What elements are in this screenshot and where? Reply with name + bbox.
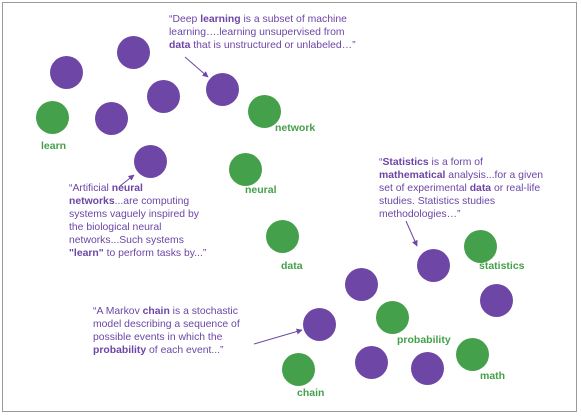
word-label-data: data (281, 260, 303, 272)
keyword-probability: probability (93, 344, 147, 356)
word-node-chain (282, 353, 315, 386)
keyword-statistics: Statistics (382, 157, 429, 168)
document-node (411, 352, 444, 385)
arrow-deep-learning (184, 56, 209, 78)
word-node-math (456, 338, 489, 371)
document-node (480, 284, 513, 317)
word-label-learn: learn (41, 140, 67, 152)
arrow-neural-networks (119, 174, 135, 187)
keyword-learning: learning (200, 14, 241, 25)
document-node (134, 145, 167, 178)
arrow-layer (119, 56, 418, 345)
quote-statistics: “Statistics is a form of mathematical an… (379, 157, 544, 220)
arrow-statistics (405, 220, 418, 247)
word-label-statistics: statistics (479, 260, 525, 272)
document-node (206, 73, 239, 106)
word-node-probability (376, 301, 409, 334)
word-label-network: network (275, 122, 316, 134)
word-node-network (248, 95, 281, 128)
word-label-math: math (480, 370, 506, 382)
quote-neural-networks: “Artificial neural networks...are comput… (69, 183, 207, 259)
word-label-chain: chain (297, 387, 325, 399)
keyword-mathematical: mathematical (379, 169, 446, 181)
topic-diagram-frame: learn network neural data statistics pro… (2, 2, 577, 412)
document-node (95, 102, 128, 135)
word-node-learn (36, 101, 69, 134)
arrow-markov (253, 328, 303, 345)
quote-deep-learning: “Deep learning is a subset of machine le… (169, 14, 356, 51)
document-node (417, 249, 450, 282)
document-node (147, 80, 180, 113)
quote-markov-chain: “A Markov chain is a stochastic model de… (93, 306, 240, 356)
keyword-chain: chain (142, 306, 170, 317)
document-node (345, 268, 378, 301)
document-node (355, 346, 388, 379)
word-label-neural: neural (245, 184, 277, 196)
document-node (303, 308, 336, 341)
document-node (117, 36, 150, 69)
word-node-data (266, 220, 299, 253)
keyword-neural: neural (111, 183, 143, 194)
word-label-probability: probability (397, 334, 451, 346)
word-node-statistics (464, 230, 497, 263)
keyword-learn: "learn" (69, 247, 104, 259)
keyword-data: data (169, 39, 191, 51)
word-node-neural (229, 153, 262, 186)
document-node (50, 56, 83, 89)
keyword-data: data (469, 182, 492, 194)
keyword-networks: networks (69, 195, 115, 207)
